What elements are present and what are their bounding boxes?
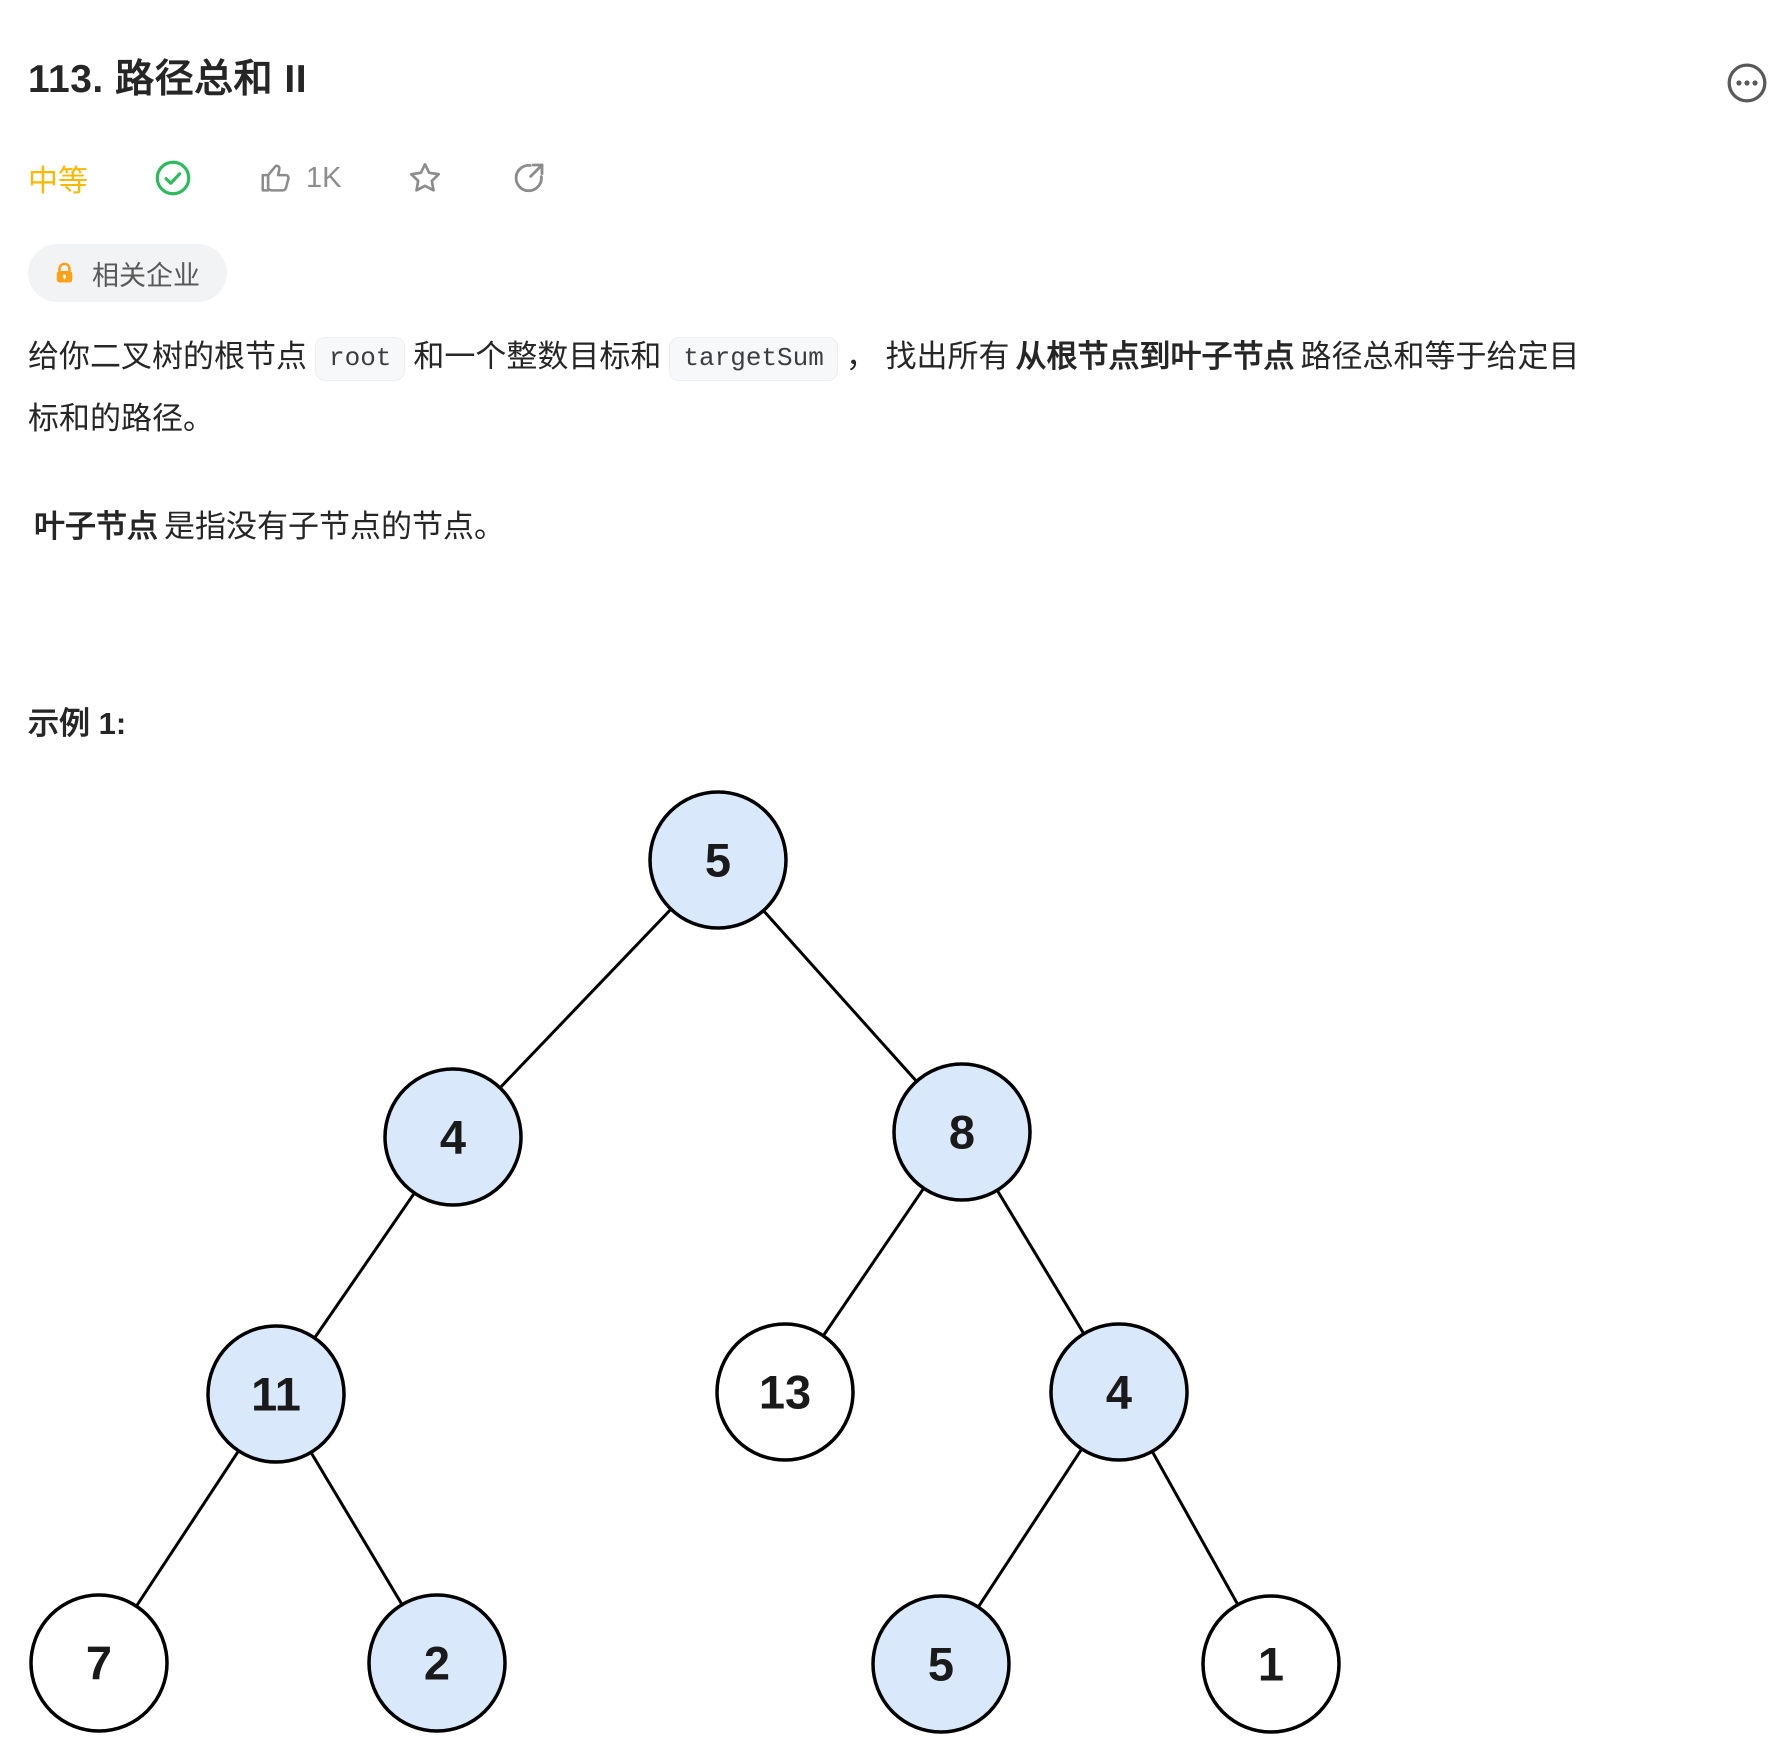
svg-text:11: 11 bbox=[251, 1367, 301, 1420]
tree-node-7: 7 bbox=[29, 1593, 169, 1733]
favorite-star-button[interactable] bbox=[405, 158, 445, 198]
star-icon bbox=[410, 163, 441, 192]
code-chip-targetsum: targetSum bbox=[669, 337, 838, 381]
svg-text:2: 2 bbox=[424, 1636, 450, 1689]
leaf-note-bold: 叶子节点 bbox=[34, 509, 158, 544]
page-title: 113. 路径总和 II bbox=[28, 58, 308, 101]
tree-node-1: 1 bbox=[1201, 1594, 1341, 1734]
tree-node-13: 13 bbox=[715, 1322, 855, 1462]
meta-row: 中等 1K bbox=[28, 152, 549, 204]
like-button[interactable]: 1K bbox=[258, 159, 341, 197]
svg-text:4: 4 bbox=[440, 1110, 466, 1163]
related-companies-label: 相关企业 bbox=[92, 260, 200, 291]
share-icon bbox=[515, 163, 544, 193]
tree-node-2: 2 bbox=[367, 1593, 507, 1733]
svg-text:8: 8 bbox=[949, 1105, 975, 1158]
binary-tree-diagram: 5 4 8 11 13 4 7 2 5 1 bbox=[29, 790, 1341, 1734]
statement-seg3: ， 找出所有 bbox=[845, 339, 1010, 374]
svg-text:7: 7 bbox=[86, 1636, 112, 1689]
lock-icon bbox=[56, 262, 73, 282]
leaf-note-rest: 是指没有子节点的节点。 bbox=[164, 509, 505, 544]
like-count: 1K bbox=[306, 161, 342, 194]
tree-node-8: 8 bbox=[892, 1062, 1032, 1202]
solved-status bbox=[152, 157, 194, 199]
leaf-node-note: 叶子节点是指没有子节点的节点。 bbox=[28, 496, 1608, 558]
example-label: 示例 1: bbox=[28, 706, 127, 741]
statement-seg4: 路径总和等于给定目标和的路径。 bbox=[28, 339, 1580, 436]
svg-text:1: 1 bbox=[1258, 1637, 1284, 1690]
tree-node-11: 11 bbox=[206, 1324, 346, 1464]
check-circle-icon bbox=[155, 160, 191, 196]
tree-node-5: 5 bbox=[871, 1594, 1011, 1734]
related-companies-tag[interactable]: 相关企业 bbox=[28, 244, 227, 302]
svg-text:5: 5 bbox=[705, 833, 731, 886]
statement-seg2: 和一个整数目标和 bbox=[413, 339, 662, 374]
svg-text:13: 13 bbox=[759, 1365, 811, 1418]
code-chip-root: root bbox=[315, 337, 406, 381]
statement-seg1: 给你二叉树的根节点 bbox=[28, 339, 307, 374]
difficulty-badge: 中等 bbox=[28, 165, 88, 198]
svg-text:5: 5 bbox=[928, 1637, 954, 1690]
tree-node-5: 5 bbox=[648, 790, 788, 930]
svg-text:4: 4 bbox=[1106, 1365, 1132, 1418]
statement-bold: 从根节点到叶子节点 bbox=[1015, 339, 1295, 374]
ellipsis-circle-icon bbox=[1727, 63, 1767, 103]
more-options-button[interactable] bbox=[1724, 60, 1770, 106]
tree-node-4: 4 bbox=[1049, 1322, 1189, 1462]
thumbs-up-icon bbox=[261, 164, 290, 192]
share-button[interactable] bbox=[509, 158, 549, 198]
tree-node-4: 4 bbox=[383, 1067, 523, 1207]
